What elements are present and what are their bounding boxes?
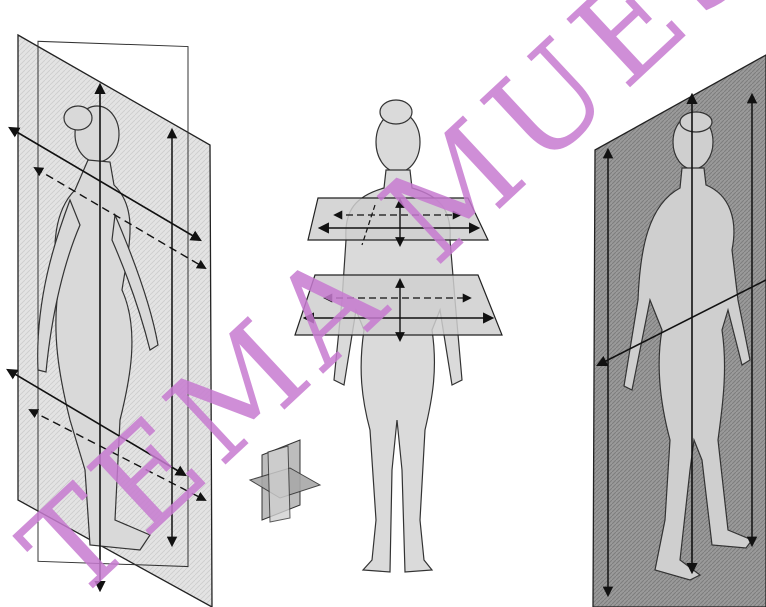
frontal-plane-figure (593, 55, 766, 607)
orientation-planes-icon (250, 440, 320, 522)
sagittal-plane-figure (8, 35, 212, 607)
figure-frontal-body (334, 100, 462, 572)
transverse-plane-lower (295, 275, 502, 335)
transverse-plane-figure (295, 100, 502, 572)
transverse-plane-upper (308, 198, 488, 240)
